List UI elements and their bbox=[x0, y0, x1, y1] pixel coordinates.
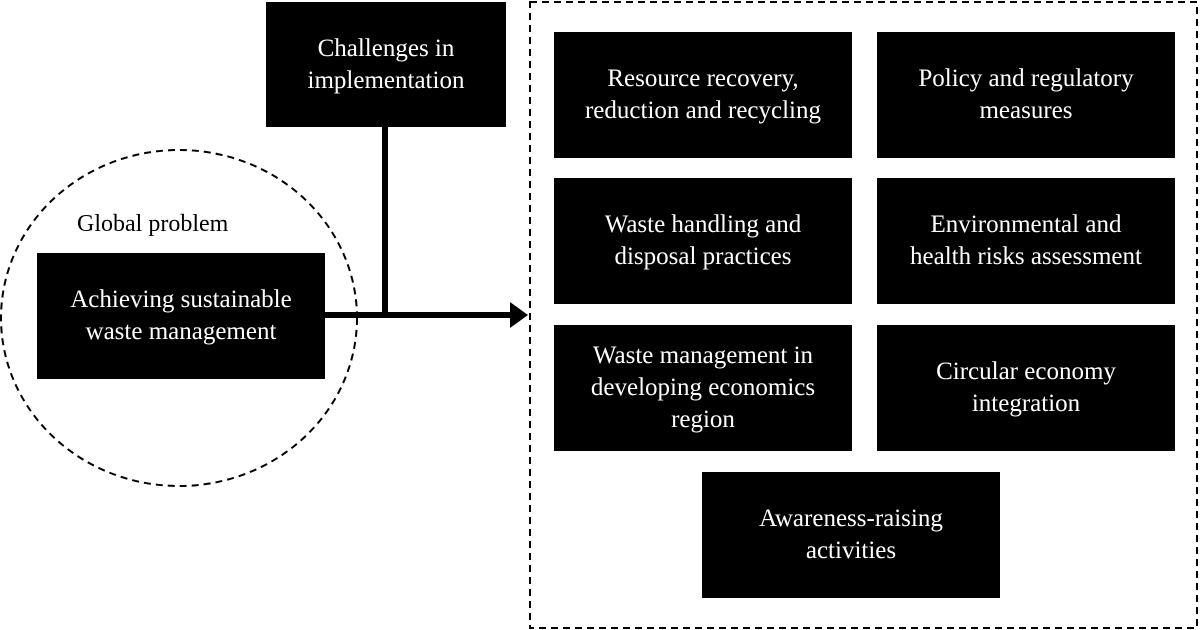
topic-box-resource-recovery: Resource recovery, reduction and recycli… bbox=[554, 32, 852, 158]
topic-text: Circular economy integration bbox=[936, 358, 1116, 417]
topic-text: Waste handling and disposal practices bbox=[604, 211, 802, 270]
challenges-box-text: Challenges in implementation bbox=[307, 34, 465, 94]
topic-text: Waste management in developing economics… bbox=[590, 342, 816, 433]
challenges-box: Challenges in implementation bbox=[266, 2, 506, 127]
topic-text: Resource recovery, reduction and recycli… bbox=[584, 65, 821, 124]
topic-box-waste-handling: Waste handling and disposal practices bbox=[554, 178, 852, 304]
topic-box-developing-economics: Waste management in developing economics… bbox=[554, 325, 852, 451]
topic-text: Environmental and health risks assessmen… bbox=[910, 211, 1142, 270]
arrow-head-icon bbox=[510, 302, 528, 328]
topic-text: Awareness-raising activities bbox=[759, 505, 943, 564]
topic-box-awareness: Awareness-raising activities bbox=[702, 472, 1000, 598]
central-box: Achieving sustainable waste management bbox=[37, 253, 325, 379]
central-box-text: Achieving sustainable waste management bbox=[70, 286, 292, 345]
global-problem-label: Global problem bbox=[77, 211, 229, 237]
challenges-container bbox=[529, 1, 1198, 629]
topic-box-environmental: Environmental and health risks assessmen… bbox=[877, 178, 1175, 304]
topic-box-circular-economy: Circular economy integration bbox=[877, 325, 1175, 451]
topic-text: Policy and regulatory measures bbox=[918, 65, 1134, 124]
topic-box-policy: Policy and regulatory measures bbox=[877, 32, 1175, 158]
